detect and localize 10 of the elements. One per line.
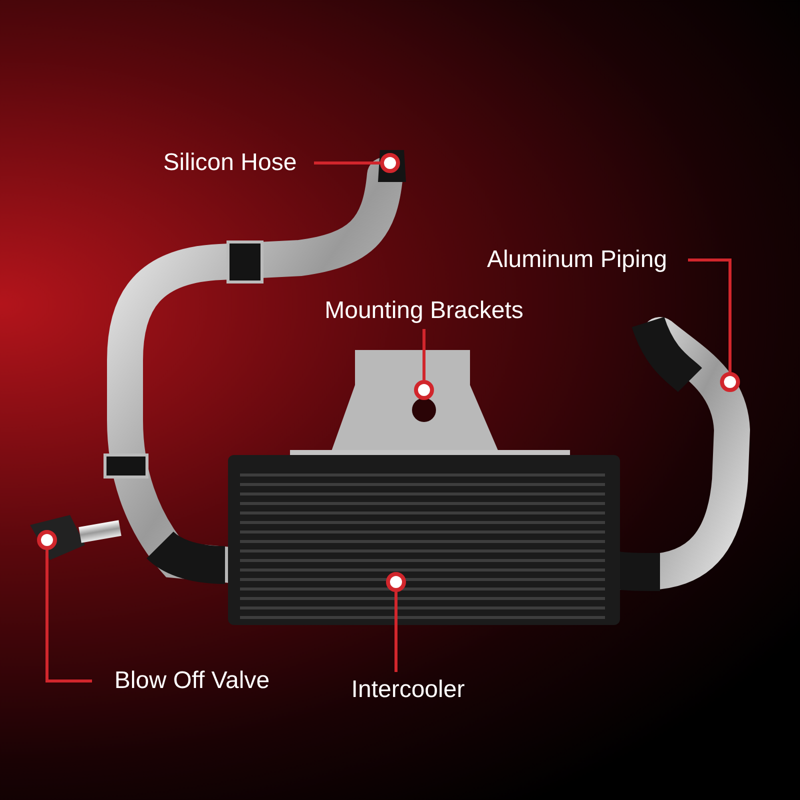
leader-line xyxy=(688,258,732,372)
callout-label: Aluminum Piping xyxy=(486,248,668,272)
leader-line xyxy=(314,162,380,164)
callout-label: Silicon Hose xyxy=(163,151,297,175)
leader-line xyxy=(422,329,426,380)
callout-label: Mounting Brackets xyxy=(324,299,524,323)
callout-label: Intercooler xyxy=(351,678,465,702)
leader-line xyxy=(394,592,398,672)
callout-label: Blow Off Valve xyxy=(114,669,270,693)
leader-line xyxy=(46,550,92,682)
